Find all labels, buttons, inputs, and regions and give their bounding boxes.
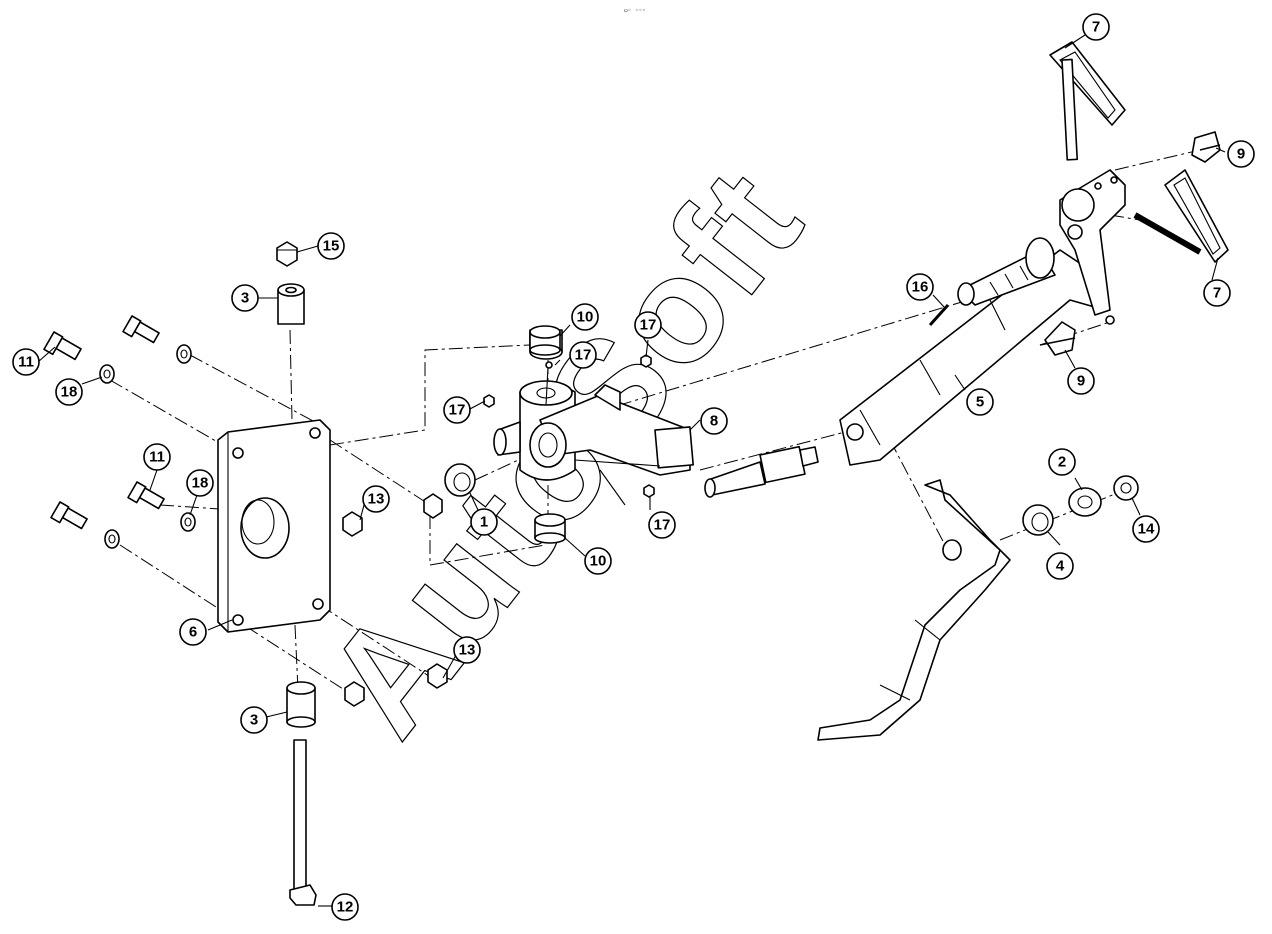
callout-16: 16 [906, 273, 934, 301]
svg-text:7: 7 [1213, 285, 1221, 302]
pedal-arm [817, 479, 1011, 741]
svg-text:7: 7 [1092, 19, 1100, 36]
svg-text:5: 5 [976, 394, 984, 411]
svg-text:18: 18 [192, 475, 209, 492]
svg-text:18: 18 [61, 384, 78, 401]
callout-12: 12 [331, 893, 359, 921]
callout-8: 8 [700, 407, 728, 435]
svg-text:17: 17 [640, 317, 657, 334]
callout-7-upper: 7 [1082, 13, 1110, 41]
upper-bushing [277, 283, 305, 325]
svg-text:2: 2 [1058, 454, 1066, 471]
callout-11-upper: 11 [12, 348, 40, 376]
callout-4: 4 [1046, 552, 1074, 580]
stub-shaft [957, 237, 1056, 306]
lower-bushing [286, 681, 316, 728]
callout-13-lower: 13 [453, 636, 481, 664]
svg-text:13: 13 [459, 642, 476, 659]
washer-1 [444, 463, 476, 497]
pivot-shaft [704, 445, 819, 498]
rod-upper [1049, 41, 1126, 161]
svg-text:4: 4 [1056, 558, 1065, 575]
svg-text:1: 1 [480, 514, 488, 531]
bolt-upper-right [122, 315, 160, 344]
callout-6: 6 [179, 618, 207, 646]
svg-text:17: 17 [654, 517, 671, 534]
bushing-lower-hub [534, 513, 566, 544]
svg-text:10: 10 [590, 553, 607, 570]
svg-text:13: 13 [368, 491, 385, 508]
callout-9-lower: 9 [1067, 367, 1095, 395]
callout-1: 1 [470, 508, 498, 536]
callout-17-b: 17 [634, 311, 662, 339]
upper-nut [276, 241, 298, 267]
svg-text:9: 9 [1077, 373, 1085, 390]
callout-10-upper: 10 [571, 303, 599, 331]
callout-17-d: 17 [648, 511, 676, 539]
svg-text:12: 12 [337, 899, 354, 916]
callout-9-upper: 9 [1227, 140, 1255, 168]
svg-text:11: 11 [149, 449, 165, 466]
callout-3-lower: 3 [240, 706, 268, 734]
svg-text:8: 8 [710, 413, 718, 430]
callout-7-right: 7 [1203, 279, 1231, 307]
callout-17-a: 17 [569, 341, 597, 369]
washers-left [99, 344, 196, 549]
nuts-plate [342, 493, 448, 707]
svg-text:17: 17 [575, 347, 592, 364]
main-lever [839, 169, 1126, 466]
svg-text:3: 3 [241, 290, 249, 307]
callouts: 1 2 3 3 4 5 6 7 7 8 9 9 10 10 11 11 12 1… [12, 13, 1255, 921]
grease-fittings [483, 354, 655, 498]
callout-15: 15 [317, 232, 345, 260]
bolt-mid [127, 481, 165, 510]
clevis-pins [1039, 131, 1221, 356]
callout-17-c: 17 [443, 396, 471, 424]
svg-text:17: 17 [449, 402, 466, 419]
svg-text:6: 6 [189, 624, 197, 641]
header-mark: ▭◦ ◦◦◦ [624, 7, 646, 14]
callout-5: 5 [966, 388, 994, 416]
bushing-upper-hub [529, 325, 561, 356]
callout-13-upper: 13 [362, 485, 390, 513]
callout-11-lower: 11 [143, 443, 171, 471]
svg-text:14: 14 [1138, 521, 1155, 538]
callout-18-lower: 18 [186, 469, 214, 497]
callout-14: 14 [1132, 515, 1160, 543]
svg-text:15: 15 [323, 238, 340, 255]
svg-text:10: 10 [577, 309, 594, 326]
svg-text:11: 11 [18, 354, 34, 371]
long-bolt [289, 739, 317, 906]
bolt-lower [50, 501, 88, 530]
callout-2: 2 [1048, 448, 1076, 476]
svg-text:3: 3 [250, 712, 258, 729]
svg-text:16: 16 [912, 279, 929, 296]
leader-lines [37, 34, 1226, 907]
cotter-pin [928, 303, 950, 327]
callout-10-lower: 10 [584, 547, 612, 575]
callout-3-upper: 3 [231, 284, 259, 312]
mounting-plate [217, 419, 331, 633]
right-bushing-group [1022, 475, 1139, 536]
svg-text:9: 9 [1237, 146, 1245, 163]
bolt-upper-left [43, 331, 82, 361]
rod-right [1133, 169, 1229, 263]
callout-18-upper: 18 [55, 378, 83, 406]
